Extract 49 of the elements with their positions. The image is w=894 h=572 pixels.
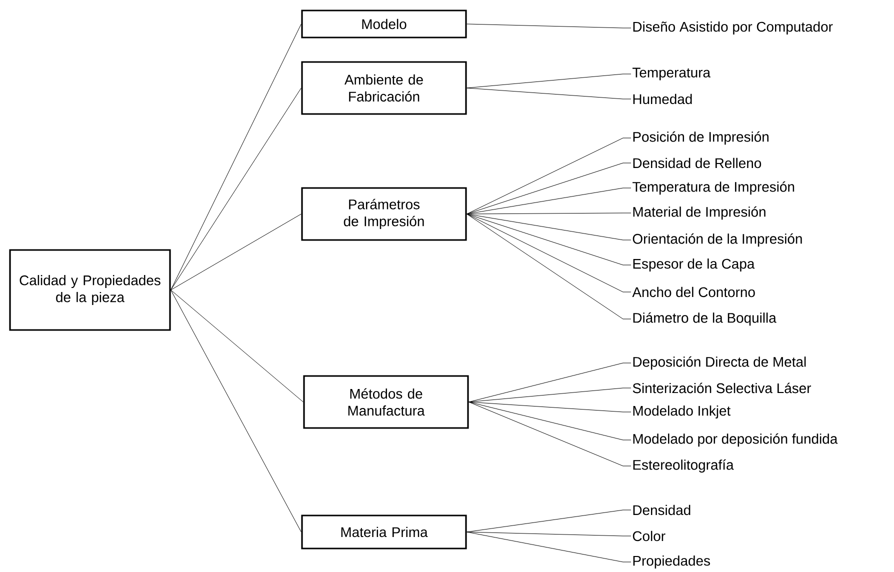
leaf-label: Espesor de la Capa <box>633 258 755 272</box>
category-box: Métodos de Manufactura <box>303 375 469 429</box>
leaf-label: Temperatura <box>632 68 711 80</box>
leaf-label: Color <box>632 530 666 542</box>
leaf-label: Posición de Impresión <box>633 131 768 145</box>
connector-line <box>466 214 632 240</box>
leaf-label: Modelado por deposición fundida <box>633 433 838 447</box>
connector-line <box>466 214 632 266</box>
connector-line <box>468 402 632 440</box>
connector-line <box>170 88 302 290</box>
leaf-label: Humedad <box>633 94 692 104</box>
category-box: Modelo <box>301 10 467 38</box>
leaf-label: Material de Impresión <box>633 206 766 220</box>
connector-line <box>466 188 632 214</box>
connector-line <box>468 402 632 412</box>
leaf-label: Diámetro de la Boquilla <box>633 312 776 326</box>
connector-line <box>466 138 632 214</box>
connector-line <box>466 214 632 320</box>
root-box: Calidad y Propiedades de la pieza <box>9 249 171 331</box>
connector-line <box>170 214 302 290</box>
leaf-label: Estereolitografía <box>633 459 734 473</box>
connector-line <box>170 290 302 532</box>
connector-line <box>466 88 632 100</box>
connector-line <box>466 212 632 214</box>
leaf-label: Propiedades <box>633 556 710 568</box>
connector-line <box>466 74 632 88</box>
category-box: Materia Prima <box>301 514 467 550</box>
connector-line <box>170 24 302 290</box>
connector-line <box>466 532 632 562</box>
leaf-label: Modelado Inkjet <box>633 406 731 418</box>
leaf-label: Deposición Directa de Metal <box>633 356 806 370</box>
leaf-label: Temperatura de Impresión <box>632 181 794 195</box>
connector-line <box>466 532 632 536</box>
connector-line <box>170 290 304 402</box>
leaf-label: Ancho del Contorno <box>632 286 755 298</box>
leaf-label: Sinterización Selectiva Láser <box>632 382 812 394</box>
leaf-label: Densidad <box>633 504 690 516</box>
connector-line <box>466 162 632 214</box>
connector-line <box>466 24 632 28</box>
category-box: Ambiente de Fabricación <box>301 61 467 115</box>
category-box: Parámetros de Impresión <box>301 187 467 241</box>
connector-line <box>468 362 632 402</box>
connector-line <box>468 402 632 466</box>
leaf-label: Orientación de la Impresión <box>632 233 802 247</box>
leaf-label: Diseño Asistido por Computador <box>633 22 833 34</box>
connector-line <box>466 510 632 532</box>
leaf-label: Densidad de Relleno <box>633 158 762 168</box>
connector-line <box>466 214 632 292</box>
connector-line <box>468 388 632 402</box>
